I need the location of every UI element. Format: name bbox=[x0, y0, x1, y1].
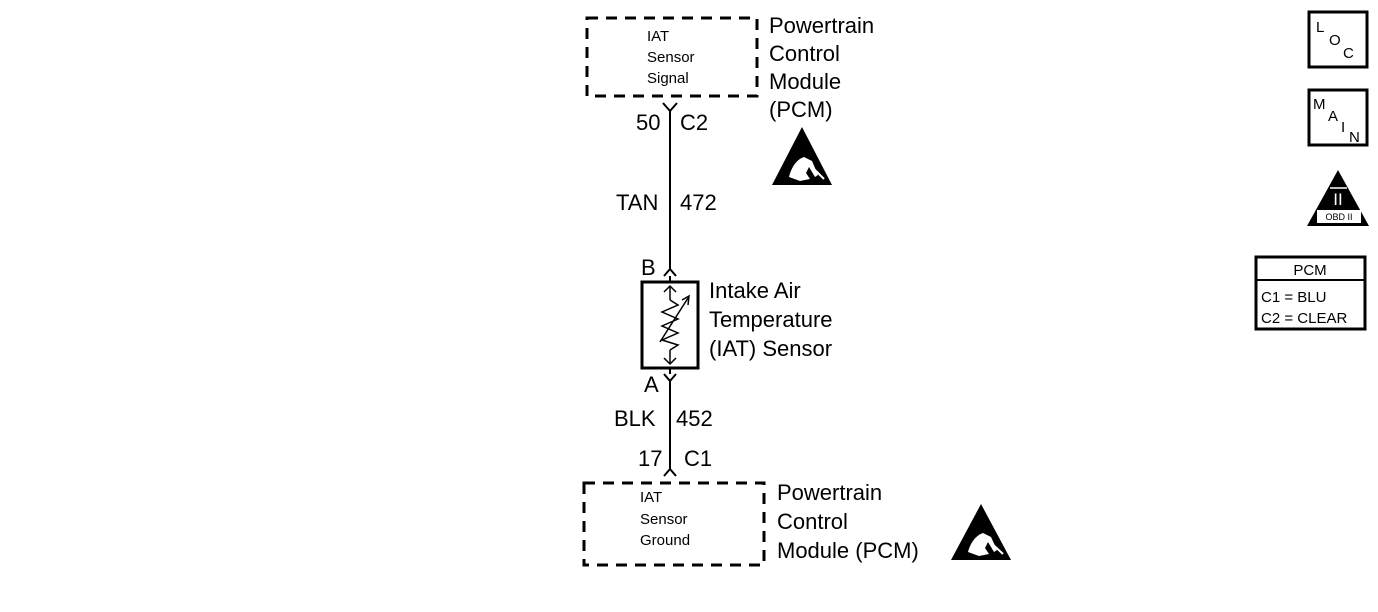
pcm-legend-row-1: C1 = BLU bbox=[1261, 289, 1326, 306]
bottom-pcm-label-line-2: Control bbox=[777, 509, 848, 534]
pcm-legend-title: PCM bbox=[1293, 262, 1326, 279]
main-icon-letter-3: I bbox=[1341, 119, 1345, 136]
sensor-pin-a: A bbox=[644, 372, 659, 397]
sensor-pin-a-terminal-icon bbox=[663, 373, 677, 383]
bottom-box-line-1: IAT bbox=[640, 489, 662, 506]
top-pcm-box: IAT Sensor Signal bbox=[585, 16, 759, 98]
bottom-box-line-3: Ground bbox=[640, 532, 690, 549]
bottom-pcm-box: IAT Sensor Ground bbox=[582, 481, 766, 567]
bottom-box-line-2: Sensor bbox=[640, 511, 688, 528]
sensor-label-line-3: (IAT) Sensor bbox=[709, 336, 832, 361]
top-wire-color: TAN bbox=[616, 190, 658, 215]
bottom-connector-id: C1 bbox=[684, 446, 712, 471]
sensor-pin-b: B bbox=[641, 255, 656, 280]
top-connector-id: C2 bbox=[680, 110, 708, 135]
top-connector-pin: 50 bbox=[636, 110, 660, 135]
loc-icon: L O C bbox=[1307, 10, 1369, 69]
sensor-label: Intake Air Temperature (IAT) Sensor bbox=[709, 278, 833, 361]
bottom-pcm-label: Powertrain Control Module (PCM) bbox=[777, 480, 919, 563]
main-icon-letter-1: M bbox=[1313, 96, 1326, 113]
iat-sensor bbox=[640, 276, 700, 370]
sensor-label-line-2: Temperature bbox=[709, 307, 833, 332]
pcm-legend-row-2: C2 = CLEAR bbox=[1261, 310, 1347, 327]
obd-ii-icon: II OBD II bbox=[1307, 170, 1369, 226]
main-icon-letter-4: N bbox=[1349, 129, 1360, 146]
bottom-wire-color: BLK bbox=[614, 406, 656, 431]
esd-warning-icon-top bbox=[772, 127, 832, 185]
main-icon-letter-2: A bbox=[1328, 108, 1338, 125]
variable-arrow-icon bbox=[659, 297, 689, 343]
loc-icon-letter-2: O bbox=[1329, 32, 1341, 49]
top-pcm-label: Powertrain Control Module (PCM) bbox=[769, 13, 874, 122]
bottom-wire-circuit: 452 bbox=[676, 406, 713, 431]
top-box-line-3: Signal bbox=[647, 70, 689, 87]
sensor-pin-b-terminal-icon bbox=[663, 267, 677, 277]
thermistor-resistor-icon bbox=[659, 299, 680, 351]
obd-ii-roman: II bbox=[1333, 190, 1342, 209]
bottom-pcm-label-line-3: Module (PCM) bbox=[777, 538, 919, 563]
loc-icon-letter-3: C bbox=[1343, 45, 1354, 62]
obd-ii-label: OBD II bbox=[1325, 212, 1352, 222]
esd-warning-icon-bottom bbox=[951, 504, 1011, 560]
bottom-connector-pin: 17 bbox=[638, 446, 662, 471]
main-icon: M A I N bbox=[1307, 88, 1369, 147]
bottom-connector-terminal-icon bbox=[663, 467, 677, 477]
bottom-pcm-label-line-1: Powertrain bbox=[777, 480, 882, 505]
sensor-label-line-1: Intake Air bbox=[709, 278, 801, 303]
top-pcm-label-line-1: Powertrain bbox=[769, 13, 874, 38]
top-pcm-label-line-3: Module bbox=[769, 69, 841, 94]
top-box-line-2: Sensor bbox=[647, 49, 695, 66]
top-box-line-1: IAT bbox=[647, 28, 669, 45]
top-pcm-label-line-2: Control bbox=[769, 41, 840, 66]
pcm-connector-legend: PCM C1 = BLU C2 = CLEAR bbox=[1254, 255, 1367, 331]
top-pcm-label-line-4: (PCM) bbox=[769, 97, 833, 122]
loc-icon-letter-1: L bbox=[1316, 19, 1324, 36]
top-wire-circuit: 472 bbox=[680, 190, 717, 215]
top-connector-terminal-icon bbox=[662, 102, 678, 113]
